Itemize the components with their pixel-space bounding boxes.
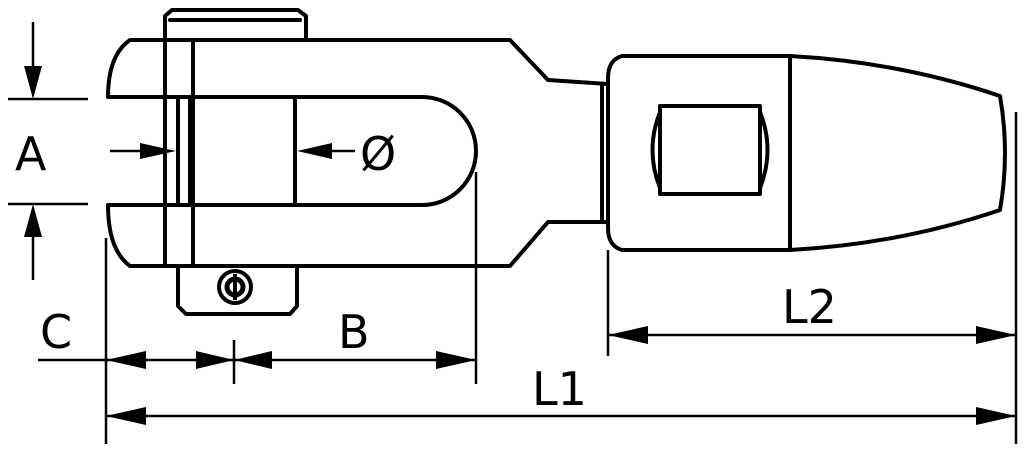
dimension-l2-label: L2: [782, 280, 837, 334]
fork-slot: [188, 95, 478, 207]
dimension-diameter-label: Ø: [360, 127, 396, 181]
pin-head: [163, 8, 308, 42]
dimension-l2: L2: [606, 112, 1018, 444]
dimension-b-label: B: [338, 305, 370, 359]
split-pin-hole: [217, 269, 253, 305]
fork-body: [106, 38, 610, 268]
clevis-pin: [163, 8, 308, 316]
dimension-a: A: [8, 22, 176, 280]
dimension-c-b: C B: [38, 172, 478, 444]
dimension-a-label: A: [15, 127, 47, 181]
barrel-outline: [606, 54, 1007, 252]
fork-outline: [106, 38, 610, 268]
swage-barrel: [600, 54, 1007, 252]
dimension-diameter: Ø: [297, 127, 396, 181]
barrel-window: [658, 104, 762, 196]
dimension-c-label: C: [40, 305, 72, 359]
dimension-l1: L1: [106, 362, 1016, 425]
dimension-l1-label: L1: [532, 362, 587, 416]
pin-tail: [176, 264, 299, 316]
